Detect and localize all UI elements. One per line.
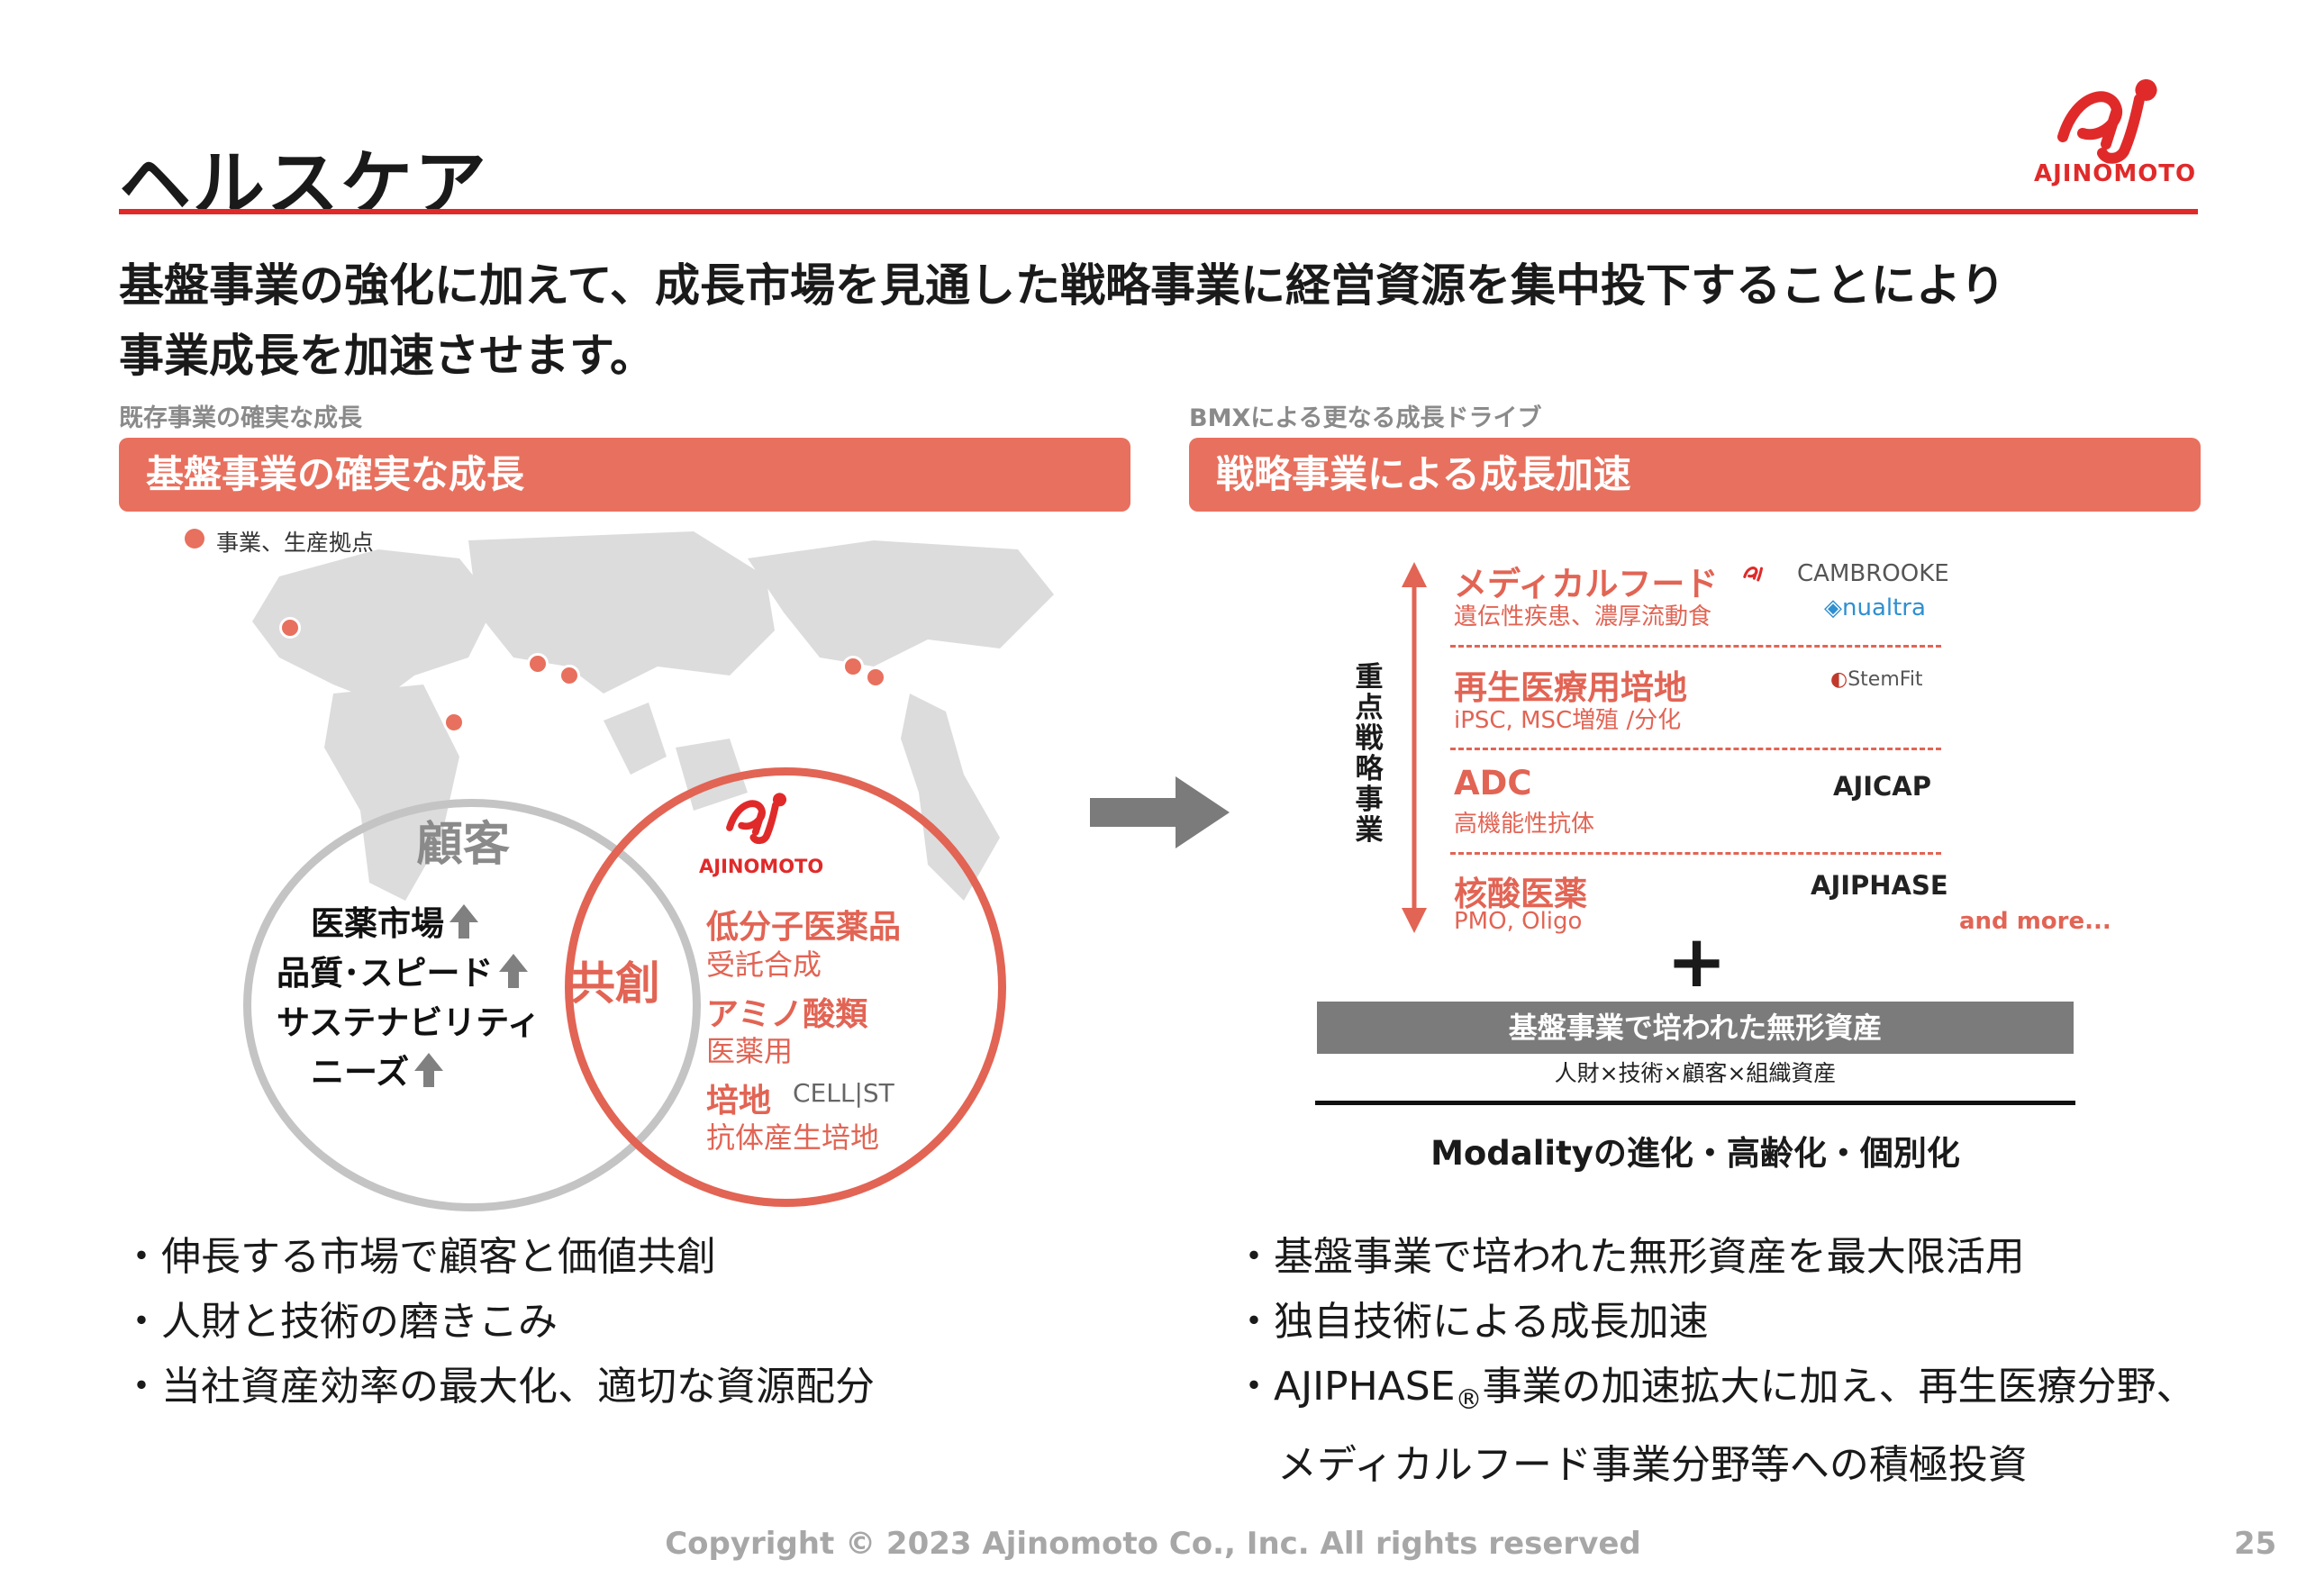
right-bullet-continuation: メディカルフード事業分野等への積極投資 xyxy=(1277,1441,2028,1488)
axis-label-priority-strategy: 重点戦略事業 xyxy=(1355,661,1384,847)
right-caption: BMXによる更なる成長ドライブ xyxy=(1189,404,1542,432)
offering-small-molecule: 低分子医薬品 xyxy=(706,909,902,946)
legend-dot xyxy=(185,529,204,549)
left-bullet: ・当社資産効率の最大化、適切な資源配分 xyxy=(122,1364,875,1410)
ajinomoto-logo-small-text: AJINOMOTO xyxy=(699,856,824,877)
strategy-nucleic-acid-sub: PMO, Oligo xyxy=(1454,908,1583,935)
headline-line-1: 基盤事業の強化に加えて、成長市場を見通した戦略事業に経営資源を集中投下することに… xyxy=(119,259,2005,312)
market-trends: Modalityの進化・高齢化・個別化 xyxy=(1430,1134,1960,1173)
co-creation-label: 共創 xyxy=(570,957,660,1010)
copyright: Copyright © 2023 Ajinomoto Co., Inc. All… xyxy=(665,1526,1641,1562)
ajinomoto-mini-logo xyxy=(1737,558,1776,587)
right-bullets: ・基盤事業で培われた無形資産を最大限活用 ・独自技術による成長加速 ・AJIPH… xyxy=(1234,1225,2196,1498)
strategy-divider xyxy=(1450,748,1941,750)
ajicap-logo: AJICAP xyxy=(1833,771,1932,802)
legend-label: 事業、生産拠点 xyxy=(216,530,375,556)
left-caption: 既存事業の確実な成長 xyxy=(119,404,362,432)
transition-arrow-icon xyxy=(1090,776,1234,848)
right-banner: 戦略事業による成長加速 xyxy=(1189,438,2201,512)
registered-mark: ® xyxy=(1455,1383,1483,1416)
ajinomoto-logo xyxy=(2027,74,2207,191)
plus-sign: + xyxy=(1666,920,1728,1003)
headline-line-2: 事業成長を加速させます。 xyxy=(119,330,655,382)
nualtra-diamond-icon: ◈ xyxy=(1824,594,1842,621)
page-number: 25 xyxy=(2234,1526,2277,1562)
need-quality-speed: 品質･スピード xyxy=(277,946,530,994)
offering-small-molecule-sub: 受託合成 xyxy=(706,948,822,982)
page-title: ヘルスケア xyxy=(119,142,488,226)
site-marker-us-1 xyxy=(842,656,864,677)
strategy-medical-food-sub: 遺伝性疾患、濃厚流動食 xyxy=(1454,603,1712,630)
nualtra-logo: ◈nualtra xyxy=(1824,594,1926,621)
up-arrow-icon xyxy=(498,954,528,988)
ajiphase-logo: AJIPHASE xyxy=(1811,870,1948,901)
title-divider xyxy=(119,209,2198,214)
strategy-nucleic-acid: 核酸医薬 xyxy=(1454,875,1587,913)
right-bullet: ・AJIPHASE®事業の加速拡大に加え、再生医療分野、 xyxy=(1234,1364,2196,1416)
offering-amino-acids-sub: 医薬用 xyxy=(706,1034,794,1068)
need-sustainability: サステナビリティ xyxy=(277,1003,541,1042)
world-map xyxy=(225,522,1072,910)
logo-wordmark: AJINOMOTO xyxy=(2034,160,2197,187)
strategy-divider xyxy=(1450,645,1941,648)
offering-media-sub: 抗体産生培地 xyxy=(706,1120,880,1155)
strategy-regenerative-media: 再生医療用培地 xyxy=(1454,668,1687,707)
up-arrow-icon xyxy=(449,904,478,939)
left-bullets: ・伸長する市場で顧客と価値共創 ・人財と技術の磨きこみ ・当社資産効率の最大化、… xyxy=(122,1225,875,1419)
left-bullet: ・伸長する市場で顧客と価値共創 xyxy=(122,1234,716,1280)
ajinomoto-circle xyxy=(565,767,1006,1207)
customer-label: 顧客 xyxy=(416,818,511,872)
cambrooke-logo: CAMBROOKE xyxy=(1797,560,1949,587)
stemfit-emblem-icon: ◐ xyxy=(1830,668,1848,691)
ajinomoto-logo-small xyxy=(708,785,816,848)
headline: 基盤事業の強化に加えて、成長市場を見通した戦略事業に経営資源を集中投下することに… xyxy=(119,250,2005,391)
offering-amino-acids: アミノ酸類 xyxy=(706,996,868,1033)
and-more-label: and more... xyxy=(1959,908,2111,935)
strategy-adc: ADC xyxy=(1454,764,1532,803)
cellist-brand-logo: CELL|ST xyxy=(793,1078,894,1108)
strategy-divider xyxy=(1450,852,1941,855)
base-line xyxy=(1315,1101,2075,1105)
right-bullet: ・基盤事業で培われた無形資産を最大限活用 xyxy=(1234,1234,2025,1280)
strategy-medical-food: メディカルフード xyxy=(1454,565,1719,603)
site-marker-china xyxy=(527,653,549,675)
stemfit-logo: ◐StemFit xyxy=(1830,668,1923,691)
left-bullet: ・人財と技術の磨きこみ xyxy=(122,1299,558,1345)
vertical-double-arrow-icon xyxy=(1396,558,1432,937)
offering-media: 培地 xyxy=(706,1083,772,1120)
need-pharma-market: 医薬市場 xyxy=(311,896,480,945)
strategy-regenerative-media-sub: iPSC, MSC増殖 /分化 xyxy=(1454,707,1682,734)
site-marker-japan xyxy=(558,665,580,686)
up-arrow-icon xyxy=(414,1053,444,1087)
site-marker-us-2 xyxy=(865,667,886,688)
strategy-adc-sub: 高機能性抗体 xyxy=(1454,811,1595,838)
site-marker-europe xyxy=(279,617,301,639)
intangible-assets-detail: 人財×技術×顧客×組織資産 xyxy=(1554,1060,1837,1086)
right-bullet: ・独自技術による成長加速 xyxy=(1234,1299,1709,1345)
left-banner: 基盤事業の確実な成長 xyxy=(119,438,1130,512)
site-marker-india xyxy=(443,712,465,733)
need-needs: ニーズ xyxy=(311,1045,445,1093)
intangible-assets-bar: 基盤事業で培われた無形資産 xyxy=(1317,1002,2074,1054)
